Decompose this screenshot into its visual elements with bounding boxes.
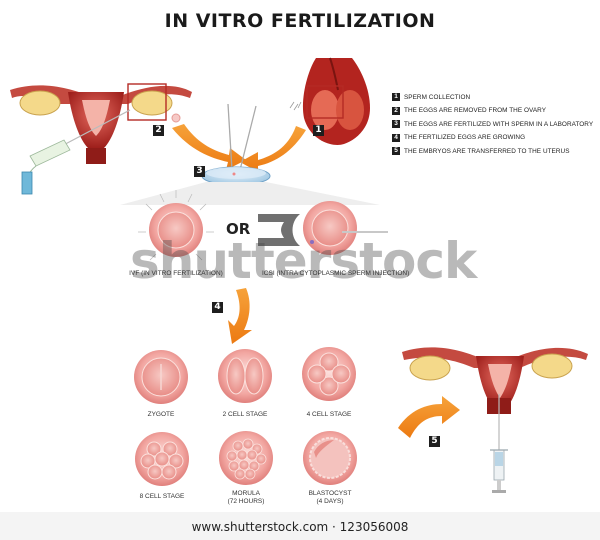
testes-illustration bbox=[302, 57, 370, 145]
legend-number: 3 bbox=[392, 120, 400, 128]
two-cell-label: 2 CELL STAGE bbox=[222, 411, 268, 418]
step-4-marker: 4 bbox=[212, 302, 223, 313]
step-3-marker: 3 bbox=[194, 166, 205, 177]
step-5-marker: 5 bbox=[429, 436, 440, 447]
egg-icon bbox=[171, 113, 181, 123]
or-label: OR bbox=[226, 220, 251, 238]
legend-item: 4 THE FERTILIZED EGGS ARE GROWING bbox=[392, 132, 597, 144]
legend-text: SPERM COLLECTION bbox=[404, 93, 471, 101]
eight-cell-label: 8 CELL STAGE bbox=[139, 493, 185, 500]
pipette-left bbox=[227, 103, 233, 171]
embryo-transfer-syringe bbox=[490, 394, 508, 493]
four-cell-label: 4 CELL STAGE bbox=[306, 411, 352, 418]
legend-number: 1 bbox=[392, 93, 400, 101]
blastocyst-label: BLASTOCYST bbox=[308, 490, 352, 497]
steps-legend: 1 SPERM COLLECTION 2 THE EGGS ARE REMOVED … bbox=[392, 91, 597, 159]
watermark: shutterstock bbox=[130, 232, 477, 290]
egg-retrieval-needle bbox=[21, 109, 131, 195]
ovary-highlight-box bbox=[127, 83, 167, 121]
morula-sub-label: (72 HOURS) bbox=[227, 498, 265, 505]
legend-number: 2 bbox=[392, 106, 400, 115]
step-2-marker: 2 bbox=[153, 125, 164, 136]
arrow-eggs-to-dish bbox=[172, 124, 246, 170]
ivf-label: IVF (IN VITRO FERTILIZATION) bbox=[129, 270, 223, 277]
uterus-illustration-right bbox=[402, 347, 588, 414]
legend-number: 5 bbox=[392, 147, 400, 155]
legend-item: 3 THE EGGS ARE FERTILIZED WITH SPERM IN A… bbox=[392, 118, 597, 130]
testes-highlight-box bbox=[306, 85, 344, 119]
legend-text: THE FERTILIZED EGGS ARE GROWING bbox=[404, 134, 526, 141]
blastocyst-embryo bbox=[303, 431, 357, 485]
arrow-growth bbox=[228, 288, 252, 344]
footer-bar bbox=[0, 512, 600, 540]
holding-pipette bbox=[258, 214, 300, 246]
legend-number: 4 bbox=[392, 133, 400, 142]
icsi-label: ICSI (INTRA CYTOPLASMIC SPERM INJECTION) bbox=[262, 270, 410, 277]
eight-cell-embryo bbox=[135, 432, 189, 486]
legend-item: 1 SPERM COLLECTION bbox=[392, 91, 597, 103]
morula-label: MORULA bbox=[232, 490, 260, 497]
sperm-cluster-icon bbox=[289, 101, 302, 111]
legend-item: 2 THE EGGS ARE REMOVED FROM THE OVARY bbox=[392, 105, 597, 117]
legend-text: THE EMBRYOS ARE TRANSFERRED TO THE UTERU… bbox=[404, 147, 570, 155]
zygote-label: ZYGOTE bbox=[147, 411, 175, 418]
page-title: IN VITRO FERTILIZATION bbox=[164, 10, 436, 32]
step-1-marker: 1 bbox=[313, 125, 324, 136]
footer-credit: www.shutterstock.com · 123056008 bbox=[191, 520, 409, 534]
morula-embryo bbox=[219, 431, 273, 485]
ivf-egg bbox=[138, 190, 214, 261]
pipette-right bbox=[239, 105, 257, 171]
arrow-sperm-to-dish bbox=[240, 126, 306, 172]
legend-text: THE EGGS ARE REMOVED FROM THE OVARY bbox=[404, 107, 547, 114]
four-cell-embryo bbox=[302, 347, 356, 401]
legend-item: 5 THE EMBRYOS ARE TRANSFERRED TO THE UTER… bbox=[392, 145, 597, 157]
icsi-egg bbox=[303, 201, 357, 255]
uterus-illustration-left bbox=[10, 85, 192, 164]
blastocyst-sub-label: (4 DAYS) bbox=[316, 498, 344, 505]
magnification-cone bbox=[120, 182, 380, 205]
two-cell-embryo bbox=[218, 349, 272, 403]
zygote-cell bbox=[134, 350, 188, 404]
arrow-transfer bbox=[398, 396, 460, 438]
petri-dish bbox=[201, 166, 271, 186]
legend-text: THE EGGS ARE FERTILIZED WITH SPERM IN A … bbox=[404, 120, 594, 128]
